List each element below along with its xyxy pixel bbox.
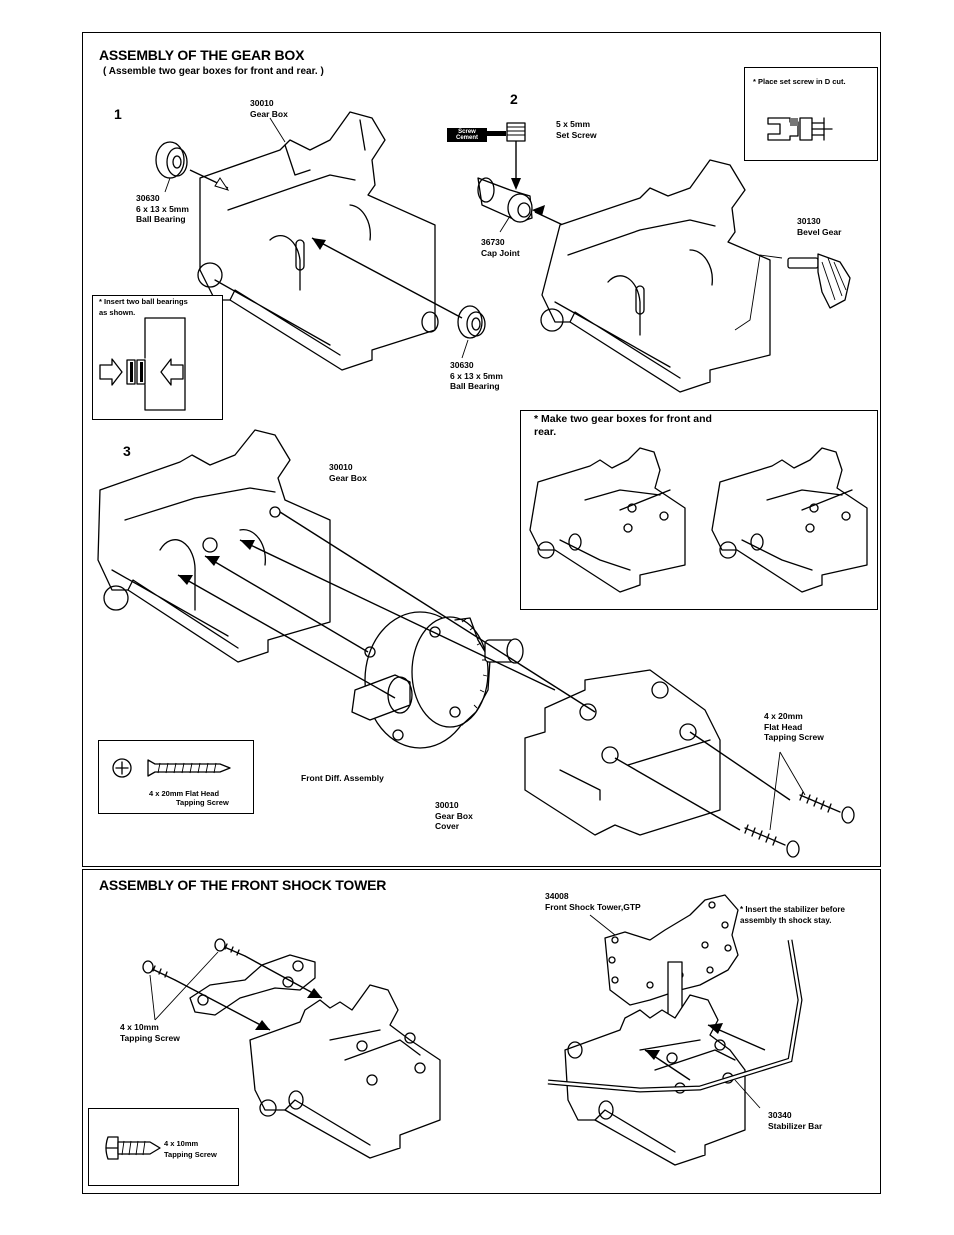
label-gearbox-step1: 30010 Gear Box xyxy=(250,98,288,119)
note-set-screw-dcut: * Place set screw in D cut. xyxy=(753,77,846,86)
note-insert-bearings: * Insert two ball bearings as shown. xyxy=(99,297,188,317)
label-front-shock-tower: 34008 Front Shock Tower,GTP xyxy=(545,891,641,912)
note-make-two-gearboxes: * Make two gear boxes for front and rear… xyxy=(534,413,712,438)
label-gearbox-cover: 30010 Gear Box Cover xyxy=(435,800,473,831)
label-tapping-screw-20: 4 x 20mm Flat Head Tapping Screw xyxy=(764,711,824,742)
label-front-diff: Front Diff. Assembly xyxy=(301,773,384,783)
label-stabilizer-bar: 30340 Stabilizer Bar xyxy=(768,1110,823,1131)
legend-tapping-screw-10: 4 x 10mm Tapping Screw xyxy=(164,1139,217,1159)
label-ball-bearing-b: 30630 6 x 13 x 5mm Ball Bearing xyxy=(450,360,503,391)
set-screw-dcut-box xyxy=(744,67,878,161)
label-cap-joint: 36730 Cap Joint xyxy=(481,237,520,258)
label-bevel-gear: 30130 Bevel Gear xyxy=(797,216,842,237)
note-insert-stabilizer: * Insert the stabilizer before assembly … xyxy=(740,905,845,925)
label-gearbox-step3: 30010 Gear Box xyxy=(329,462,367,483)
gearbox-section-subtitle: ( Assemble two gear boxes for front and … xyxy=(103,66,324,77)
legend-screw-20-line2: Tapping Screw xyxy=(176,798,229,807)
insert-bearings-box xyxy=(92,295,223,420)
step-1-number: 1 xyxy=(114,106,122,122)
label-ball-bearing-a: 30630 6 x 13 x 5mm Ball Bearing xyxy=(136,193,189,224)
shock-tower-section-title: ASSEMBLY OF THE FRONT SHOCK TOWER xyxy=(99,877,387,893)
step-2-number: 2 xyxy=(510,91,518,107)
legend-screw-20-line1: 4 x 20mm Flat Head xyxy=(149,789,220,798)
gearbox-section-title: ASSEMBLY OF THE GEAR BOX xyxy=(99,47,305,63)
screw-cement-tag: Screw Cement xyxy=(447,128,487,142)
label-set-screw: 5 x 5mm Set Screw xyxy=(556,119,597,140)
step-3-number: 3 xyxy=(123,443,131,459)
label-tapping-screw-10: 4 x 10mm Tapping Screw xyxy=(120,1022,180,1043)
